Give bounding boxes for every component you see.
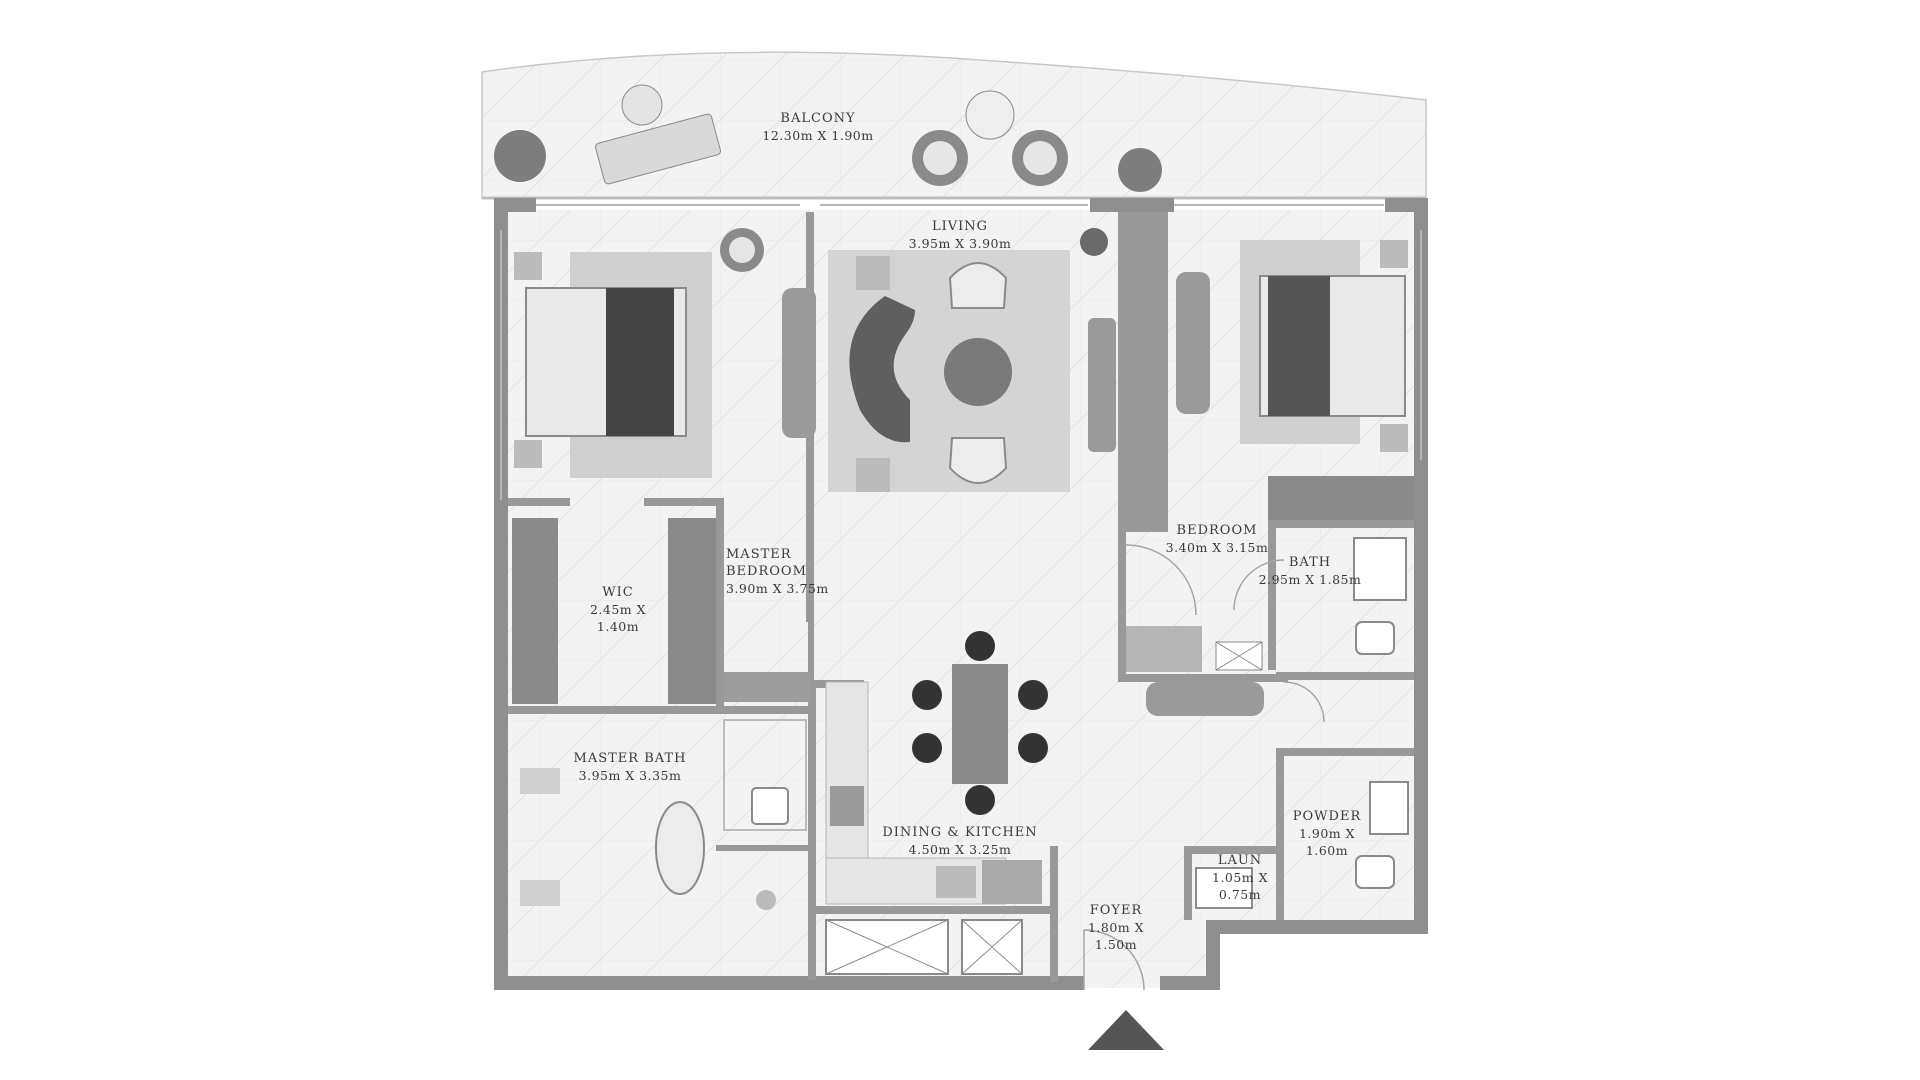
balcony-label: BALCONY 12.30m X 1.90m [762,111,874,143]
laun-label: LAUN 1.05m X 0.75m [1211,853,1269,902]
balcony-furniture [494,84,1162,192]
bedroom-furniture [1176,240,1414,520]
interior-walls [508,212,1414,982]
windows [500,204,1422,500]
living-furniture [828,228,1116,492]
foyer-label: FOYER 1.80m X 1.50m [1087,903,1145,952]
bath-label: BATH 2.95m X 1.85m [1258,555,1362,587]
door-swings [1083,544,1325,991]
bedroom-label: BEDROOM 3.40m X 3.15m [1165,523,1269,555]
master-bedroom-label: MASTER BEDROOM 3.90m X 3.75m [726,547,829,596]
wic-wardrobes [512,518,810,704]
powder-label: POWDER 1.90m X 1.60m [1292,809,1362,858]
master-bath-fixtures [520,719,807,910]
living-label: LIVING 3.95m X 3.90m [908,219,1012,251]
wet-area-fixtures [1126,537,1409,909]
balcony-floor [481,51,1427,199]
entry-arrow-icon [1088,1010,1164,1050]
dining-kitchen-furniture [825,631,1048,975]
dining-kitchen-label: DINING & KITCHEN 4.50m X 3.25m [882,825,1038,857]
master-bedroom-furniture [514,228,816,478]
outer-walls [494,198,1428,990]
wic-label: WIC 2.45m X 1.40m [589,585,647,634]
master-bath-label: MASTER BATH 3.95m X 3.35m [573,751,687,783]
